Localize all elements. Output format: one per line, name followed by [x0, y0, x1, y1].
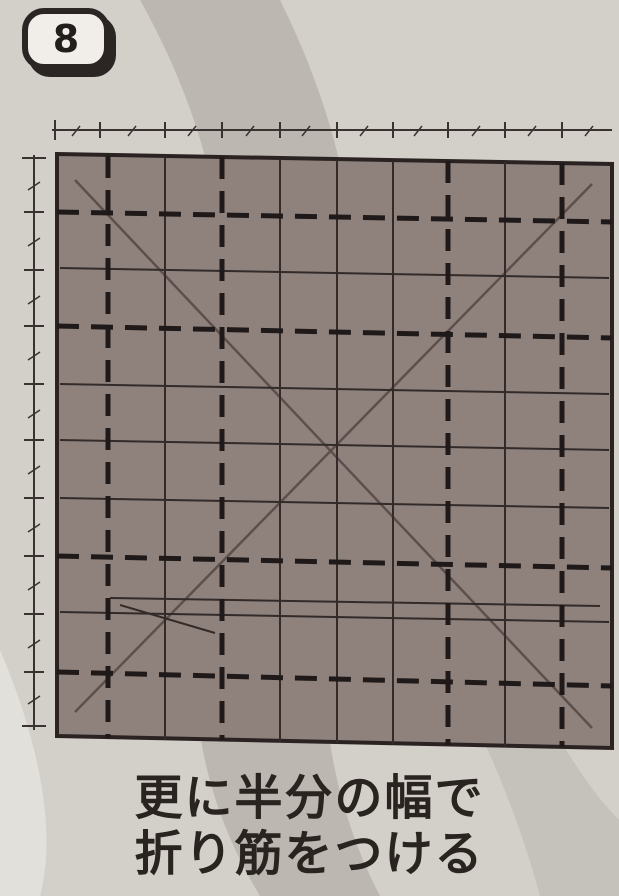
step-number: 8 — [53, 20, 79, 58]
instruction-caption: 更に半分の幅で 折り筋をつける — [0, 770, 619, 882]
caption-line-2: 折り筋をつける — [0, 826, 619, 882]
origami-fold-diagram — [0, 100, 619, 760]
caption-line-1: 更に半分の幅で — [0, 770, 619, 826]
left-ruler — [22, 155, 46, 730]
step-number-badge: 8 — [22, 8, 110, 70]
paper-square — [57, 154, 612, 748]
top-ruler — [52, 120, 612, 140]
